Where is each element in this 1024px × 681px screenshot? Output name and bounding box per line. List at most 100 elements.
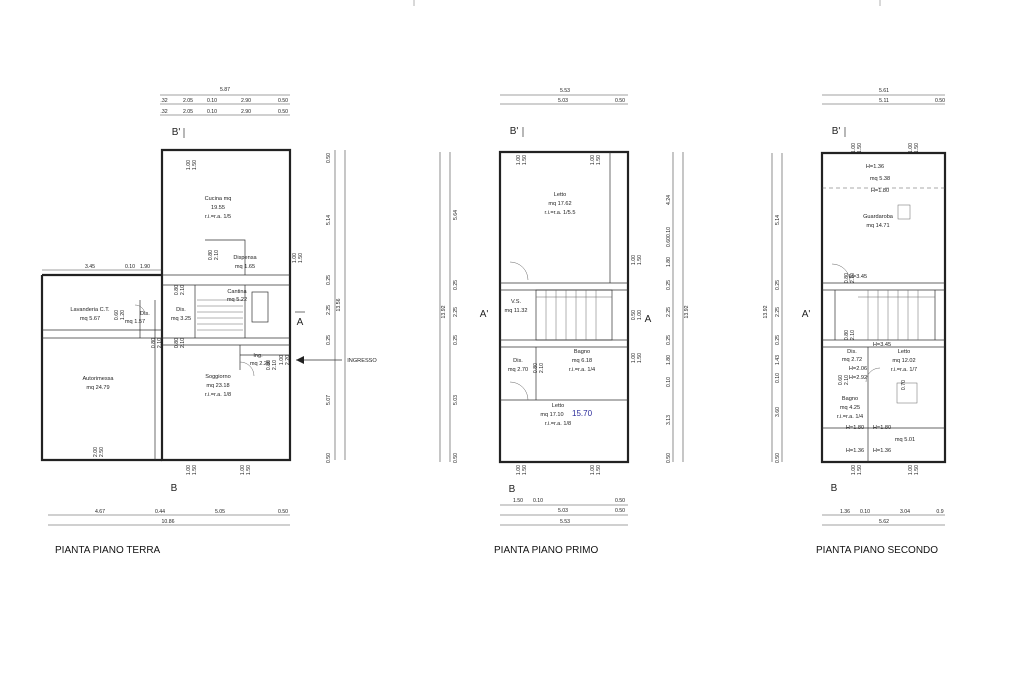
- svg-text:3.60: 3.60: [775, 407, 781, 417]
- room-attic-south: mq 5.01: [895, 437, 915, 443]
- svg-text:5.14: 5.14: [775, 215, 781, 225]
- svg-text:mq 24.79: mq 24.79: [86, 385, 109, 391]
- svg-text:mq 2.72: mq 2.72: [842, 357, 862, 363]
- svg-text:.32: .32: [160, 109, 167, 115]
- svg-text:0.10: 0.10: [207, 98, 217, 104]
- svg-text:0.50: 0.50: [453, 453, 459, 463]
- svg-text:0.10: 0.10: [666, 377, 672, 387]
- room-lavanderia: Lavanderia C.T. mq 5.67: [70, 307, 110, 322]
- svg-text:Dis.: Dis.: [176, 307, 186, 313]
- svg-text:mq 12.02: mq 12.02: [892, 358, 915, 364]
- opening-dimension: 0.80: [208, 250, 214, 260]
- svg-text:10.86: 10.86: [162, 519, 175, 525]
- svg-text:0.10: 0.10: [860, 509, 870, 515]
- opening-dimension: 1.00: [851, 143, 857, 153]
- svg-text:2.25: 2.25: [453, 307, 459, 317]
- dim-overall-top: 5.53: [560, 88, 570, 94]
- svg-text:0.50: 0.50: [326, 453, 332, 463]
- room-disimpegno: Dis. mq 3.25: [171, 307, 191, 322]
- opening-dimension: 2.10: [844, 375, 850, 385]
- opening-dimension: 1.50: [246, 465, 252, 475]
- room-height-stair: H=3.45: [849, 274, 867, 280]
- svg-text:mq 2.25: mq 2.25: [250, 361, 270, 367]
- dim-column-right: 4.24 0.10 0.60 1.80 0.25 2.25 0.25 1.80 …: [666, 195, 690, 463]
- height-labels: H=3.45 H=2.06 H=2.92 H=1.80 H=1.80 H=1.3…: [846, 342, 891, 454]
- opening-dimension: 0.50: [631, 310, 637, 320]
- plan-title-terra: PIANTA PIANO TERRA: [55, 545, 161, 556]
- svg-text:5.64: 5.64: [453, 210, 459, 220]
- svg-text:mq 17.10: mq 17.10: [540, 412, 563, 418]
- room-dispensa: Dispensa mq 1.65: [233, 255, 257, 270]
- opening-dimension: 1.50: [522, 155, 528, 165]
- svg-text:r.i.=r.a. 1/4: r.i.=r.a. 1/4: [837, 414, 863, 420]
- svg-text:2.90: 2.90: [241, 109, 251, 115]
- dim-column-left: 5.64 0.25 2.25 0.25 5.03 0.50 13.92: [441, 210, 459, 463]
- opening-dimension: 1.00: [631, 255, 637, 265]
- svg-text:3.04: 3.04: [900, 509, 910, 515]
- svg-text:0.50: 0.50: [775, 453, 781, 463]
- opening-dimension: 1.50: [298, 253, 304, 263]
- svg-text:mq 5.67: mq 5.67: [80, 316, 100, 322]
- opening-dimension: 1.50: [637, 353, 643, 363]
- svg-text:H=1.80: H=1.80: [871, 188, 889, 194]
- svg-text:2.90: 2.90: [241, 98, 251, 104]
- room-cantina: Cantina mq 5.22: [227, 289, 248, 303]
- room-bagno: Bagno mq 6.18 r.i.=r.a. 1/4: [569, 349, 595, 373]
- svg-text:H=1.80: H=1.80: [846, 425, 864, 431]
- svg-text:0.9: 0.9: [936, 509, 943, 515]
- opening-dimension: 0.80: [174, 285, 180, 295]
- svg-text:0.50: 0.50: [666, 453, 672, 463]
- svg-text:mq 1.65: mq 1.65: [235, 264, 255, 270]
- svg-text:0.25: 0.25: [775, 335, 781, 345]
- svg-text:mq 14.71: mq 14.71: [866, 223, 889, 229]
- svg-text:0.50: 0.50: [278, 109, 288, 115]
- svg-text:H=3.45: H=3.45: [873, 342, 891, 348]
- svg-text:H=1.36: H=1.36: [866, 164, 884, 170]
- svg-text:5.03: 5.03: [453, 395, 459, 405]
- dim-row-top-a: .32 2.05 0.10 2.90 0.50 .32 2.05 0.10 2.…: [160, 98, 288, 115]
- svg-text:0.50: 0.50: [615, 508, 625, 514]
- room-vs: V.S. mq 11.32: [505, 299, 528, 314]
- svg-text:0.50: 0.50: [278, 98, 288, 104]
- handwritten-correction: 15.70: [572, 409, 593, 418]
- opening-dimension: 1.00: [908, 143, 914, 153]
- section-marker-a: A: [297, 317, 304, 328]
- svg-text:r.i.=r.a. 1/8: r.i.=r.a. 1/8: [205, 392, 231, 398]
- svg-text:0.25: 0.25: [666, 280, 672, 290]
- svg-text:13.92: 13.92: [684, 305, 690, 318]
- svg-text:5.14: 5.14: [326, 215, 332, 225]
- svg-text:0.60: 0.60: [666, 237, 672, 247]
- svg-text:5.53: 5.53: [560, 519, 570, 525]
- svg-text:19.55: 19.55: [211, 205, 225, 211]
- opening-dimension: 2.10: [180, 338, 186, 348]
- dim-left-3: 1.90: [140, 264, 150, 270]
- svg-text:Guardaroba: Guardaroba: [863, 214, 894, 220]
- svg-text:5.03: 5.03: [558, 508, 568, 514]
- opening-dimension: 0.70: [901, 380, 907, 390]
- room-letto-1: Letto mq 17.62 r.i.=r.a. 1/5.5: [545, 192, 576, 216]
- svg-text:H=1.36: H=1.36: [873, 448, 891, 454]
- stair-primo: [535, 289, 613, 341]
- svg-text:Soggiorno: Soggiorno: [205, 374, 231, 380]
- opening-dimension: 0.80: [533, 363, 539, 373]
- plan-title-primo: PIANTA PIANO PRIMO: [494, 545, 598, 556]
- svg-text:0.25: 0.25: [453, 280, 459, 290]
- svg-text:4.24: 4.24: [666, 195, 672, 205]
- opening-dimension: 2.20: [285, 355, 291, 365]
- svg-text:Dis.: Dis.: [513, 358, 523, 364]
- dim-row-bottom: 4.67 0.44 5.05 0.50 10.86: [95, 509, 288, 525]
- svg-text:2.05: 2.05: [183, 98, 193, 104]
- svg-text:Lavanderia C.T.: Lavanderia C.T.: [70, 307, 110, 313]
- opening-dimension: 2.00: [93, 447, 99, 457]
- section-marker-b: B: [171, 483, 178, 494]
- svg-text:H=1.80: H=1.80: [873, 425, 891, 431]
- svg-text:Bagno: Bagno: [574, 349, 590, 355]
- svg-text:Dis.: Dis.: [140, 311, 150, 317]
- stair-terra: [197, 291, 269, 331]
- svg-text:0.50: 0.50: [615, 498, 625, 504]
- section-marker-b-prime: B': [832, 126, 841, 137]
- svg-text:0.50: 0.50: [326, 153, 332, 163]
- opening-dimension: 2.10: [180, 285, 186, 295]
- opening-dimension: 0.60: [114, 310, 120, 320]
